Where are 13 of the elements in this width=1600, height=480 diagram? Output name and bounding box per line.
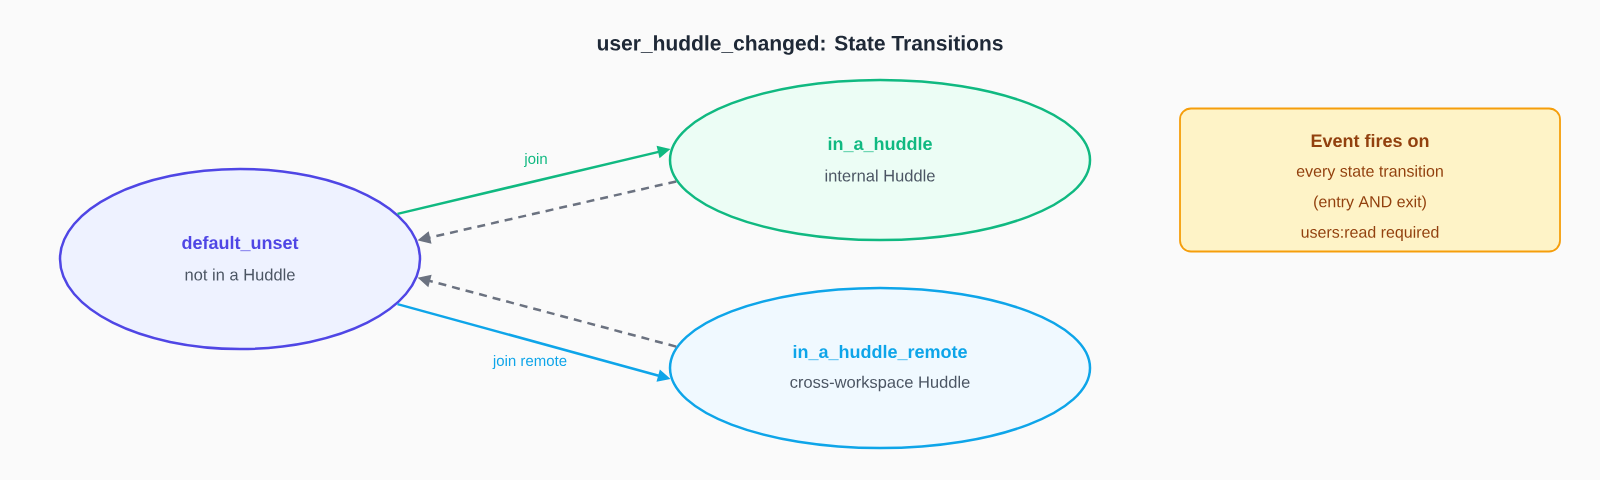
- note-text: users:read required: [1301, 226, 1439, 241]
- edge-label: join remote: [490, 353, 570, 371]
- note-text: (entry AND exit): [1314, 195, 1426, 211]
- title: user_huddle_changed: State Transitions: [597, 35, 1003, 55]
- state-name: in_a_huddle_remote: [793, 344, 967, 361]
- state-name: in_a_huddle: [828, 136, 932, 153]
- note-heading: Event fires on: [1311, 133, 1429, 148]
- state-description: not in a Huddle: [185, 268, 295, 281]
- note-text: every state transition: [1296, 165, 1443, 180]
- edge-label: join: [522, 151, 550, 169]
- state-description: internal Huddle: [825, 169, 935, 182]
- state-description: cross-workspace Huddle: [790, 375, 970, 392]
- state-name: default_unset: [182, 235, 299, 252]
